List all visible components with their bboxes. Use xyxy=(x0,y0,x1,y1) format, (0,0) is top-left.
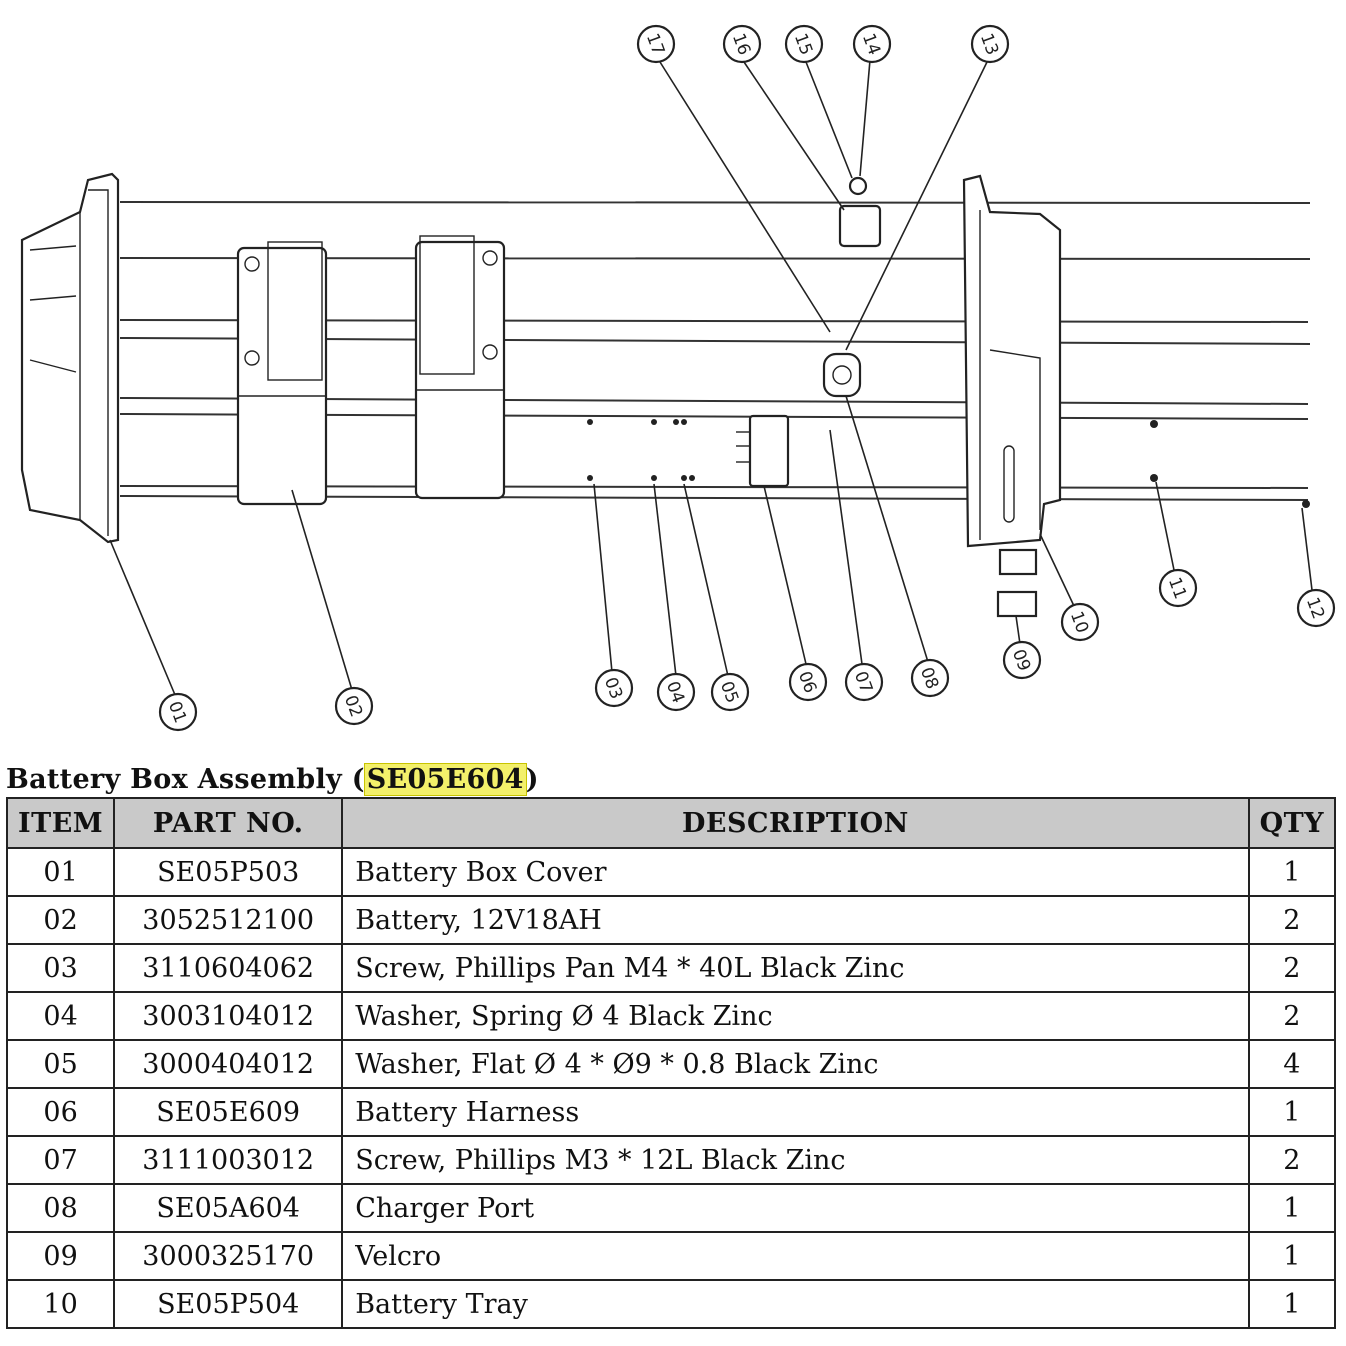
callout-12: 12 xyxy=(1296,588,1336,628)
charger-port-shape xyxy=(822,176,882,398)
cell-description: Battery Tray xyxy=(341,1279,1250,1329)
cell-qty: 1 xyxy=(1247,1183,1337,1233)
header-part-no: PART NO. xyxy=(113,797,344,849)
battery-right-shape xyxy=(414,235,506,500)
cell-qty: 1 xyxy=(1247,1279,1337,1329)
cell-qty: 2 xyxy=(1247,991,1337,1041)
cell-item: 07 xyxy=(5,1135,116,1185)
callout-05: 05 xyxy=(710,672,750,712)
callout-14: 14 xyxy=(852,24,892,64)
cell-item: 04 xyxy=(5,991,116,1041)
battery-tray-shape xyxy=(962,174,1062,548)
title-suffix: ) xyxy=(525,764,539,795)
cell-qty: 1 xyxy=(1247,1231,1337,1281)
cell-part-no: SE05A604 xyxy=(113,1183,344,1233)
cell-description: Screw, Phillips M3 * 12L Black Zinc xyxy=(341,1135,1250,1185)
callout-13: 13 xyxy=(970,24,1010,64)
cell-item: 06 xyxy=(5,1087,116,1137)
cell-part-no: 3111003012 xyxy=(113,1135,344,1185)
cell-item: 02 xyxy=(5,895,116,945)
cell-part-no: 3110604062 xyxy=(113,943,344,993)
callout-04: 04 xyxy=(656,672,696,712)
cell-part-no: 3000404012 xyxy=(113,1039,344,1089)
cell-part-no: SE05P503 xyxy=(113,847,344,897)
cell-item: 10 xyxy=(5,1279,116,1329)
cell-description: Washer, Spring Ø 4 Black Zinc xyxy=(341,991,1250,1041)
callout-07: 07 xyxy=(844,662,884,702)
header-item: ITEM xyxy=(5,797,116,849)
callout-09: 09 xyxy=(1002,640,1042,680)
callout-03: 03 xyxy=(594,668,634,708)
cell-description: Screw, Phillips Pan M4 * 40L Black Zinc xyxy=(341,943,1250,993)
cell-qty: 2 xyxy=(1247,1135,1337,1185)
cell-qty: 2 xyxy=(1247,895,1337,945)
fastener-shapes xyxy=(587,419,1310,508)
cell-description: Charger Port xyxy=(341,1183,1250,1233)
callout-06: 06 xyxy=(788,662,828,702)
cell-qty: 1 xyxy=(1247,1087,1337,1137)
cell-description: Battery Box Cover xyxy=(341,847,1250,897)
cell-part-no: 3000325170 xyxy=(113,1231,344,1281)
cell-description: Battery, 12V18AH xyxy=(341,895,1250,945)
cell-item: 01 xyxy=(5,847,116,897)
battery-harness-shape xyxy=(736,414,790,488)
cell-part-no: 3003104012 xyxy=(113,991,344,1041)
cell-item: 05 xyxy=(5,1039,116,1089)
callout-01: 01 xyxy=(158,692,198,732)
callout-leader-lines xyxy=(109,59,1313,703)
battery-left-shape xyxy=(236,241,328,506)
table-title: Battery Box Assembly (SE05E604) xyxy=(6,763,539,796)
cell-qty: 4 xyxy=(1247,1039,1337,1089)
callout-17: 17 xyxy=(636,24,676,64)
assembly-code-highlight: SE05E604 xyxy=(363,763,527,796)
header-qty: QTY xyxy=(1247,797,1337,849)
cell-description: Velcro xyxy=(341,1231,1250,1281)
cell-item: 03 xyxy=(5,943,116,993)
cell-item: 09 xyxy=(5,1231,116,1281)
cell-part-no: SE05P504 xyxy=(113,1279,344,1329)
callout-10: 10 xyxy=(1060,602,1100,642)
cell-part-no: SE05E609 xyxy=(113,1087,344,1137)
callout-15: 15 xyxy=(784,24,824,64)
title-prefix: Battery Box Assembly ( xyxy=(6,764,365,795)
cell-qty: 1 xyxy=(1247,847,1337,897)
callout-markers: 01 02 03 04 05 06 07 08 09 10 11 12 13 1… xyxy=(158,24,1336,732)
callout-02: 02 xyxy=(334,686,374,726)
table-header-row: ITEM PART NO. DESCRIPTION QTY xyxy=(5,797,1337,849)
cell-qty: 2 xyxy=(1247,943,1337,993)
exploded-view-diagram: 01 02 03 04 05 06 07 08 09 10 11 12 13 1… xyxy=(20,24,1336,732)
cell-description: Battery Harness xyxy=(341,1087,1250,1137)
cell-part-no: 3052512100 xyxy=(113,895,344,945)
cell-item: 08 xyxy=(5,1183,116,1233)
battery-box-cover-shape xyxy=(20,172,120,544)
velcro-shape xyxy=(996,548,1038,618)
callout-16: 16 xyxy=(722,24,762,64)
callout-08: 08 xyxy=(910,658,950,698)
callout-11: 11 xyxy=(1158,568,1198,608)
header-description: DESCRIPTION xyxy=(341,797,1250,849)
cell-description: Washer, Flat Ø 4 * Ø9 * 0.8 Black Zinc xyxy=(341,1039,1250,1089)
